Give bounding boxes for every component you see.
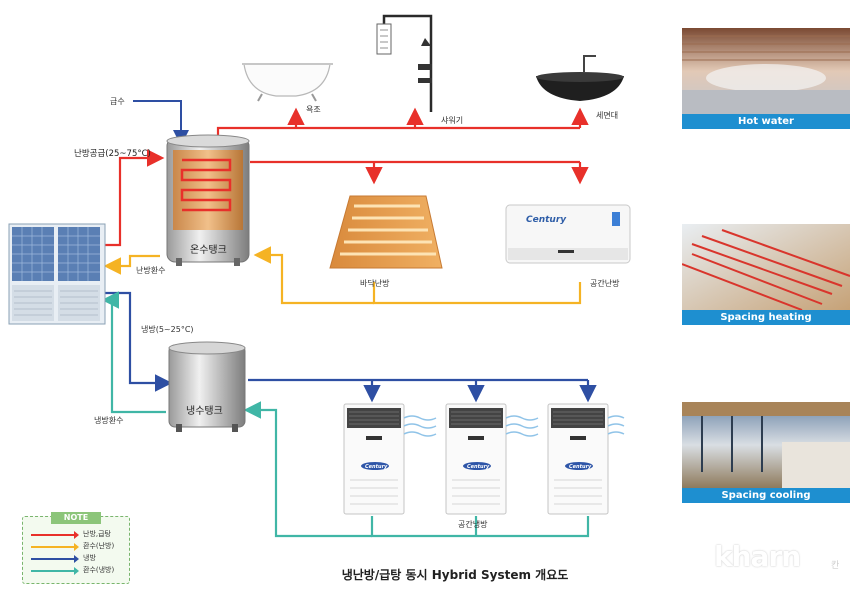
label-floor-heating: 바닥난방 [360, 278, 390, 288]
floor-ac-brand-3: Century [569, 464, 592, 470]
floor-heating-panel [329, 195, 443, 269]
label-supply-water: 급수 [110, 97, 125, 106]
photo-caption-hot-water: Hot water [682, 114, 850, 129]
hot-tank-label: 온수탱크 [190, 244, 227, 256]
sink-bowl [536, 55, 624, 101]
legend-label: 난방,급탕 [83, 530, 111, 538]
hot-water-image [682, 28, 850, 114]
label-space-cooling: 공간냉방 [458, 519, 488, 529]
legend-swatch [31, 543, 79, 551]
label-cooling: 냉방(5~25°C) [141, 324, 194, 334]
space-heating-image [682, 224, 850, 310]
heat-pump-unit [8, 223, 106, 325]
floor-ac-units [343, 403, 625, 515]
label-bath: 욕조 [306, 105, 321, 114]
bathtub [242, 63, 333, 102]
legend-label: 냉방 [83, 554, 96, 562]
label-cooling-return: 냉방환수 [94, 415, 123, 425]
floor-ac-brand-2: Century [467, 464, 490, 470]
note-legend: NOTE 난방,급탕 환수(난방) 냉방 환수(냉방) [22, 512, 130, 584]
floor-ac-brand-1: Century [365, 464, 388, 470]
diagram-title: 냉난방/급탕 동시 Hybrid System 개요도 [341, 568, 569, 582]
heating-return-lines [103, 246, 582, 305]
legend-swatch [31, 531, 79, 539]
legend-item-heating: 난방,급탕 [29, 529, 125, 541]
legend-item-heating-return: 환수(난방) [29, 541, 125, 553]
watermark-sub: 칸 [831, 561, 840, 571]
label-space-heating: 공간난방 [590, 278, 620, 288]
note-heading: NOTE [51, 512, 101, 524]
space-cooling-image [682, 402, 850, 488]
photo-space-cooling: Spacing cooling [682, 402, 850, 503]
shower [376, 14, 433, 112]
label-sink: 세면대 [596, 110, 618, 120]
wall-ac-brand: Century [526, 215, 567, 225]
photo-caption-space-cooling: Spacing cooling [682, 488, 850, 503]
photo-caption-space-heating: Spacing heating [682, 310, 850, 325]
label-heating-supply: 난방공급(25~75°C) [74, 148, 151, 159]
cold-water-tank [168, 341, 246, 432]
wall-air-conditioner [505, 204, 631, 264]
legend-swatch [31, 567, 79, 575]
label-shower: 샤워기 [441, 115, 463, 125]
hot-water-tank [166, 134, 250, 266]
cold-tank-label: 냉수탱크 [186, 405, 223, 417]
legend-label: 환수(난방) [83, 542, 115, 550]
supply-water-line [133, 100, 189, 146]
legend-swatch [31, 555, 79, 563]
legend-label: 환수(냉방) [83, 566, 115, 574]
watermark-logo: kharn [714, 540, 801, 573]
legend-item-cooling-return: 환수(냉방) [29, 565, 125, 577]
legend-item-cooling: 냉방 [29, 553, 125, 565]
cooling-return-lines [101, 291, 590, 538]
photo-hot-water: Hot water [682, 28, 850, 129]
label-heating-return: 난방환수 [136, 265, 165, 275]
photo-space-heating: Spacing heating [682, 224, 850, 325]
